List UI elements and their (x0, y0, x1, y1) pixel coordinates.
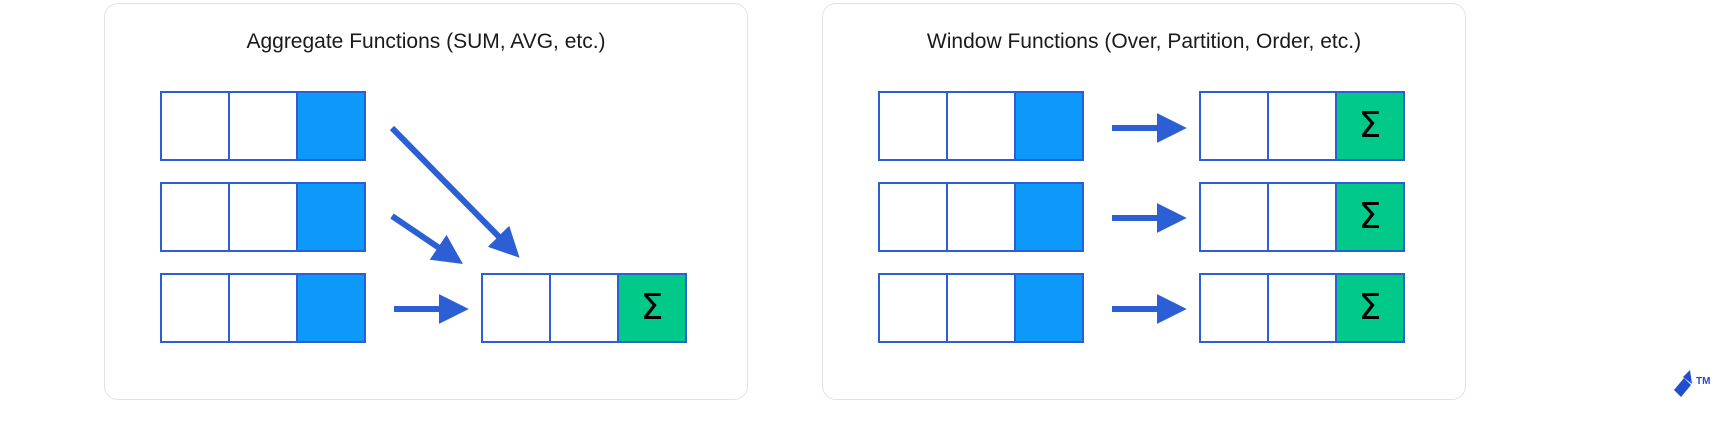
table-cell-highlighted (1014, 273, 1084, 343)
result-cell (1199, 182, 1269, 252)
table-cell (160, 182, 230, 252)
result-cell (1199, 91, 1269, 161)
table-row (878, 273, 1084, 343)
result-cell (481, 273, 551, 343)
brand-logo: TM (1670, 360, 1716, 400)
table-cell (228, 273, 298, 343)
table-cell (946, 182, 1016, 252)
result-cell (549, 273, 619, 343)
result-cell-sum: Σ (1335, 91, 1405, 161)
table-cell (160, 273, 230, 343)
table-row (878, 91, 1084, 161)
result-cell (1267, 273, 1337, 343)
result-row: Σ (1199, 182, 1405, 252)
table-row (160, 273, 366, 343)
result-cell-sum: Σ (1335, 182, 1405, 252)
table-cell-highlighted (1014, 91, 1084, 161)
table-cell-highlighted (296, 182, 366, 252)
logo-mark-icon (1674, 378, 1691, 397)
trademark-label: TM (1696, 376, 1710, 387)
table-row (160, 91, 366, 161)
table-cell-highlighted (296, 91, 366, 161)
result-cell (1267, 182, 1337, 252)
table-row (878, 182, 1084, 252)
table-cell (228, 182, 298, 252)
result-cell (1199, 273, 1269, 343)
table-cell (228, 91, 298, 161)
logo-mark-icon-tail (1683, 370, 1692, 384)
table-cell (160, 91, 230, 161)
result-cell-sum: Σ (617, 273, 687, 343)
table-cell (946, 273, 1016, 343)
panel-window-title: Window Functions (Over, Partition, Order… (926, 30, 1362, 53)
table-cell (878, 273, 948, 343)
table-cell (878, 91, 948, 161)
table-row (160, 182, 366, 252)
table-cell (946, 91, 1016, 161)
panel-aggregate-title: Aggregate Functions (SUM, AVG, etc.) (246, 30, 606, 53)
result-row: Σ (1199, 273, 1405, 343)
result-cell (1267, 91, 1337, 161)
table-cell (878, 182, 948, 252)
table-cell-highlighted (1014, 182, 1084, 252)
result-cell-sum: Σ (1335, 273, 1405, 343)
table-cell-highlighted (296, 273, 366, 343)
result-row: Σ (481, 273, 687, 343)
result-row: Σ (1199, 91, 1405, 161)
